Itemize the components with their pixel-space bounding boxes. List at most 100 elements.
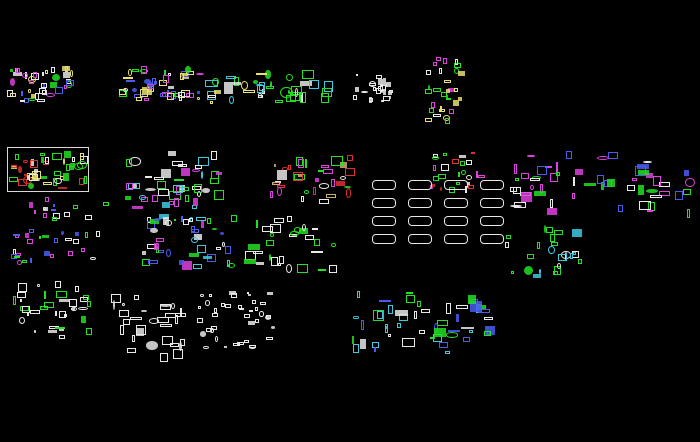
cad-block[interactable] xyxy=(437,319,448,326)
cad-block[interactable] xyxy=(455,182,461,186)
cad-block[interactable] xyxy=(683,170,690,177)
cad-block[interactable] xyxy=(584,183,596,186)
cad-block[interactable] xyxy=(118,88,127,96)
cad-block[interactable] xyxy=(627,184,636,191)
cad-block[interactable] xyxy=(10,69,13,72)
cad-block[interactable] xyxy=(457,96,463,102)
cad-block[interactable] xyxy=(21,305,31,313)
cad-block[interactable] xyxy=(147,83,154,89)
cad-block[interactable] xyxy=(388,304,393,315)
cad-block[interactable] xyxy=(270,190,274,199)
cad-block[interactable] xyxy=(274,100,284,103)
cad-block[interactable] xyxy=(252,80,258,84)
cad-block[interactable] xyxy=(54,86,63,94)
cad-block[interactable] xyxy=(38,235,42,239)
cad-block[interactable] xyxy=(56,290,67,298)
vehicle-block[interactable] xyxy=(480,180,504,190)
cad-block[interactable] xyxy=(73,205,79,210)
cad-block[interactable] xyxy=(257,94,263,99)
cad-block[interactable] xyxy=(287,165,292,171)
cad-block[interactable] xyxy=(658,181,671,187)
cad-block[interactable] xyxy=(167,150,176,156)
cad-block[interactable] xyxy=(383,88,386,95)
cad-block[interactable] xyxy=(239,307,245,311)
cad-block[interactable] xyxy=(425,118,432,123)
cad-block[interactable] xyxy=(575,169,583,175)
cad-block[interactable] xyxy=(112,299,115,310)
cad-block[interactable] xyxy=(293,226,302,233)
cad-block[interactable] xyxy=(139,69,149,74)
cad-block[interactable] xyxy=(511,271,515,275)
cad-block[interactable] xyxy=(180,216,184,223)
cad-block[interactable] xyxy=(285,94,297,103)
cad-block[interactable] xyxy=(78,307,89,311)
cad-block[interactable] xyxy=(632,178,638,182)
cad-block[interactable] xyxy=(125,195,131,200)
cad-block[interactable] xyxy=(170,303,175,309)
cad-block[interactable] xyxy=(446,95,449,98)
cad-block[interactable] xyxy=(156,238,165,242)
vehicle-block[interactable] xyxy=(408,198,432,208)
cad-block[interactable] xyxy=(418,330,426,334)
cad-block[interactable] xyxy=(433,176,439,181)
cad-block[interactable] xyxy=(20,99,26,103)
cad-block[interactable] xyxy=(304,234,314,241)
cad-block[interactable] xyxy=(43,181,53,185)
cad-block[interactable] xyxy=(339,175,347,181)
cad-block[interactable] xyxy=(30,93,36,98)
cad-block[interactable] xyxy=(215,247,222,250)
cad-block[interactable] xyxy=(55,281,62,289)
cad-block[interactable] xyxy=(164,69,167,75)
cad-block[interactable] xyxy=(132,87,137,93)
cad-block[interactable] xyxy=(205,79,218,87)
cad-block[interactable] xyxy=(158,250,165,253)
cad-block[interactable] xyxy=(193,184,203,194)
cad-block[interactable] xyxy=(548,246,555,255)
cad-block[interactable] xyxy=(380,100,383,103)
cad-block[interactable] xyxy=(270,80,273,88)
cad-block[interactable] xyxy=(299,80,312,87)
cad-block[interactable] xyxy=(335,181,345,186)
cad-block[interactable] xyxy=(39,152,46,156)
cad-block[interactable] xyxy=(264,315,271,321)
cad-block[interactable] xyxy=(54,327,66,330)
cad-block[interactable] xyxy=(684,177,695,187)
cad-block[interactable] xyxy=(248,345,256,348)
cad-block[interactable] xyxy=(122,318,130,326)
cad-block[interactable] xyxy=(121,302,125,306)
cad-block[interactable] xyxy=(273,164,277,167)
cad-block[interactable] xyxy=(432,61,438,66)
cad-block[interactable] xyxy=(596,174,604,185)
cad-block[interactable] xyxy=(230,292,237,298)
cad-block[interactable] xyxy=(189,252,199,258)
cad-block[interactable] xyxy=(165,219,172,227)
cad-block[interactable] xyxy=(197,245,206,254)
cad-block[interactable] xyxy=(85,215,92,221)
cad-block[interactable] xyxy=(320,164,330,169)
cad-block[interactable] xyxy=(322,88,333,97)
cad-block[interactable] xyxy=(436,57,442,61)
cad-block[interactable] xyxy=(51,153,62,161)
cad-block[interactable] xyxy=(467,294,477,304)
cad-block[interactable] xyxy=(69,70,74,77)
cad-block[interactable] xyxy=(380,85,387,91)
cad-block[interactable] xyxy=(120,324,125,335)
cad-block[interactable] xyxy=(37,284,41,288)
cad-block[interactable] xyxy=(458,71,465,76)
cad-block[interactable] xyxy=(191,237,198,244)
cad-block[interactable] xyxy=(58,334,66,339)
cad-block[interactable] xyxy=(248,243,260,250)
cad-block[interactable] xyxy=(532,274,542,279)
cad-block[interactable] xyxy=(29,258,33,263)
cad-block[interactable] xyxy=(414,311,417,320)
cad-block[interactable] xyxy=(175,314,178,324)
cad-block[interactable] xyxy=(244,313,250,319)
cad-block[interactable] xyxy=(210,170,219,180)
cad-block[interactable] xyxy=(300,196,305,203)
cad-block[interactable] xyxy=(296,263,309,274)
cad-block[interactable] xyxy=(180,73,184,81)
cad-block[interactable] xyxy=(387,333,391,337)
cad-block[interactable] xyxy=(63,157,66,165)
cad-block[interactable] xyxy=(192,186,201,190)
cad-block[interactable] xyxy=(433,114,442,118)
